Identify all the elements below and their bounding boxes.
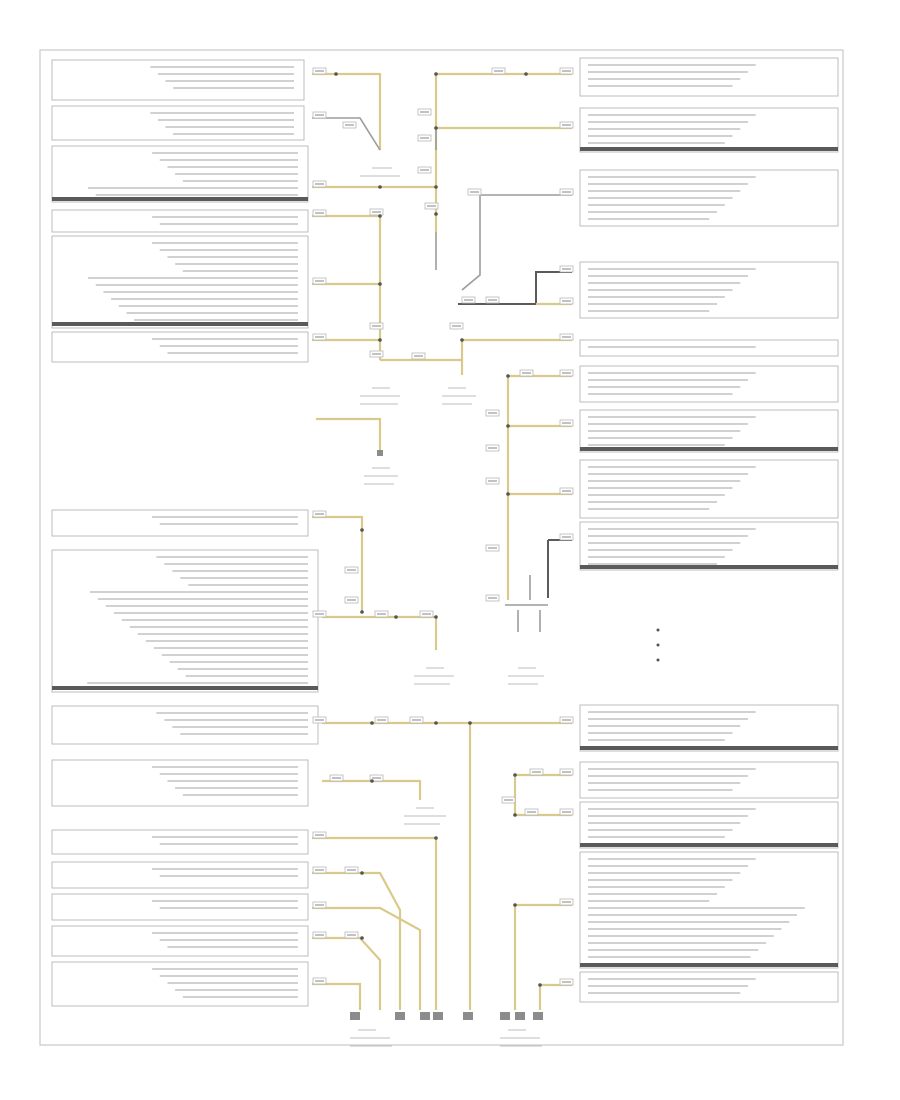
component-box xyxy=(579,365,839,403)
component-box xyxy=(579,339,839,357)
component-box xyxy=(579,57,839,97)
splice-dot-icon xyxy=(434,836,438,840)
splice-dots xyxy=(334,72,542,987)
ground-blocks xyxy=(350,1012,543,1020)
ground-icon xyxy=(463,1012,473,1020)
node-labels xyxy=(350,167,544,1047)
splice-dot-icon xyxy=(513,903,517,907)
splice-dot-icon xyxy=(378,214,382,218)
splice-dot-icon xyxy=(394,615,398,619)
splice-dot-icon xyxy=(506,374,510,378)
splice-dot-icon xyxy=(360,528,364,532)
ground-icon xyxy=(500,1012,510,1020)
component-box xyxy=(51,209,309,233)
ground-icon xyxy=(420,1012,430,1020)
highlight-bar xyxy=(580,843,838,847)
wires-upper-left xyxy=(312,72,462,456)
component-box xyxy=(51,925,309,957)
splice-dot-icon xyxy=(506,492,510,496)
splice-dot-icon xyxy=(360,871,364,875)
legend-marker-icon xyxy=(656,628,660,632)
highlight-bar xyxy=(580,565,838,569)
splice-dot-icon xyxy=(360,610,364,614)
splice-dot-icon xyxy=(378,185,382,189)
highlight-bar xyxy=(580,963,838,967)
component-box xyxy=(579,851,839,969)
ground-icon xyxy=(515,1012,525,1020)
splice-dot-icon xyxy=(524,72,528,76)
diagram-frame xyxy=(39,49,844,1046)
component-box xyxy=(579,521,839,571)
component-box xyxy=(51,105,305,141)
ground-icon xyxy=(433,1012,443,1020)
splice-dot-icon xyxy=(434,72,438,76)
splice-dot-icon xyxy=(434,126,438,130)
splice-dot-icon xyxy=(334,72,338,76)
highlight-bar xyxy=(52,322,308,326)
legend-marker-icon xyxy=(656,643,660,647)
legend-marker-icon xyxy=(656,658,660,662)
highlight-bar xyxy=(52,197,308,201)
left-component-boxes xyxy=(51,59,319,1007)
splice-dot-icon xyxy=(378,282,382,286)
ground-icon xyxy=(377,450,383,456)
highlight-bar xyxy=(52,686,318,690)
splice-dot-icon xyxy=(434,185,438,189)
highlight-bar xyxy=(580,746,838,750)
splice-dot-icon xyxy=(434,615,438,619)
illegible-text-lines xyxy=(87,64,805,998)
component-box xyxy=(51,509,309,537)
component-box xyxy=(51,861,309,889)
highlight-bar xyxy=(580,147,838,151)
ground-icon xyxy=(350,1012,360,1020)
splice-dot-icon xyxy=(378,338,382,342)
component-box xyxy=(51,705,319,745)
connector-tags xyxy=(312,67,574,986)
splice-dot-icon xyxy=(370,779,374,783)
legend xyxy=(656,628,660,662)
splice-dot-icon xyxy=(460,338,464,342)
right-component-boxes xyxy=(579,57,839,1003)
wires-upper-center xyxy=(434,72,572,375)
splice-dot-icon xyxy=(513,813,517,817)
splice-dot-icon xyxy=(538,983,542,987)
component-box xyxy=(51,829,309,855)
component-box xyxy=(579,971,839,1003)
ground-icon xyxy=(533,1012,543,1020)
splice-dot-icon xyxy=(360,936,364,940)
splice-dot-icon xyxy=(468,721,472,725)
component-box xyxy=(51,893,309,921)
splice-dot-icon xyxy=(506,424,510,428)
component-box xyxy=(51,59,305,101)
component-box xyxy=(51,331,309,363)
splice-dot-icon xyxy=(370,721,374,725)
splice-dot-icon xyxy=(513,773,517,777)
splice-dot-icon xyxy=(434,212,438,216)
ground-icon xyxy=(395,1012,405,1020)
splice-dot-icon xyxy=(434,721,438,725)
component-box xyxy=(579,761,839,799)
highlight-bar xyxy=(580,447,838,451)
wires-right-middle xyxy=(505,374,572,632)
